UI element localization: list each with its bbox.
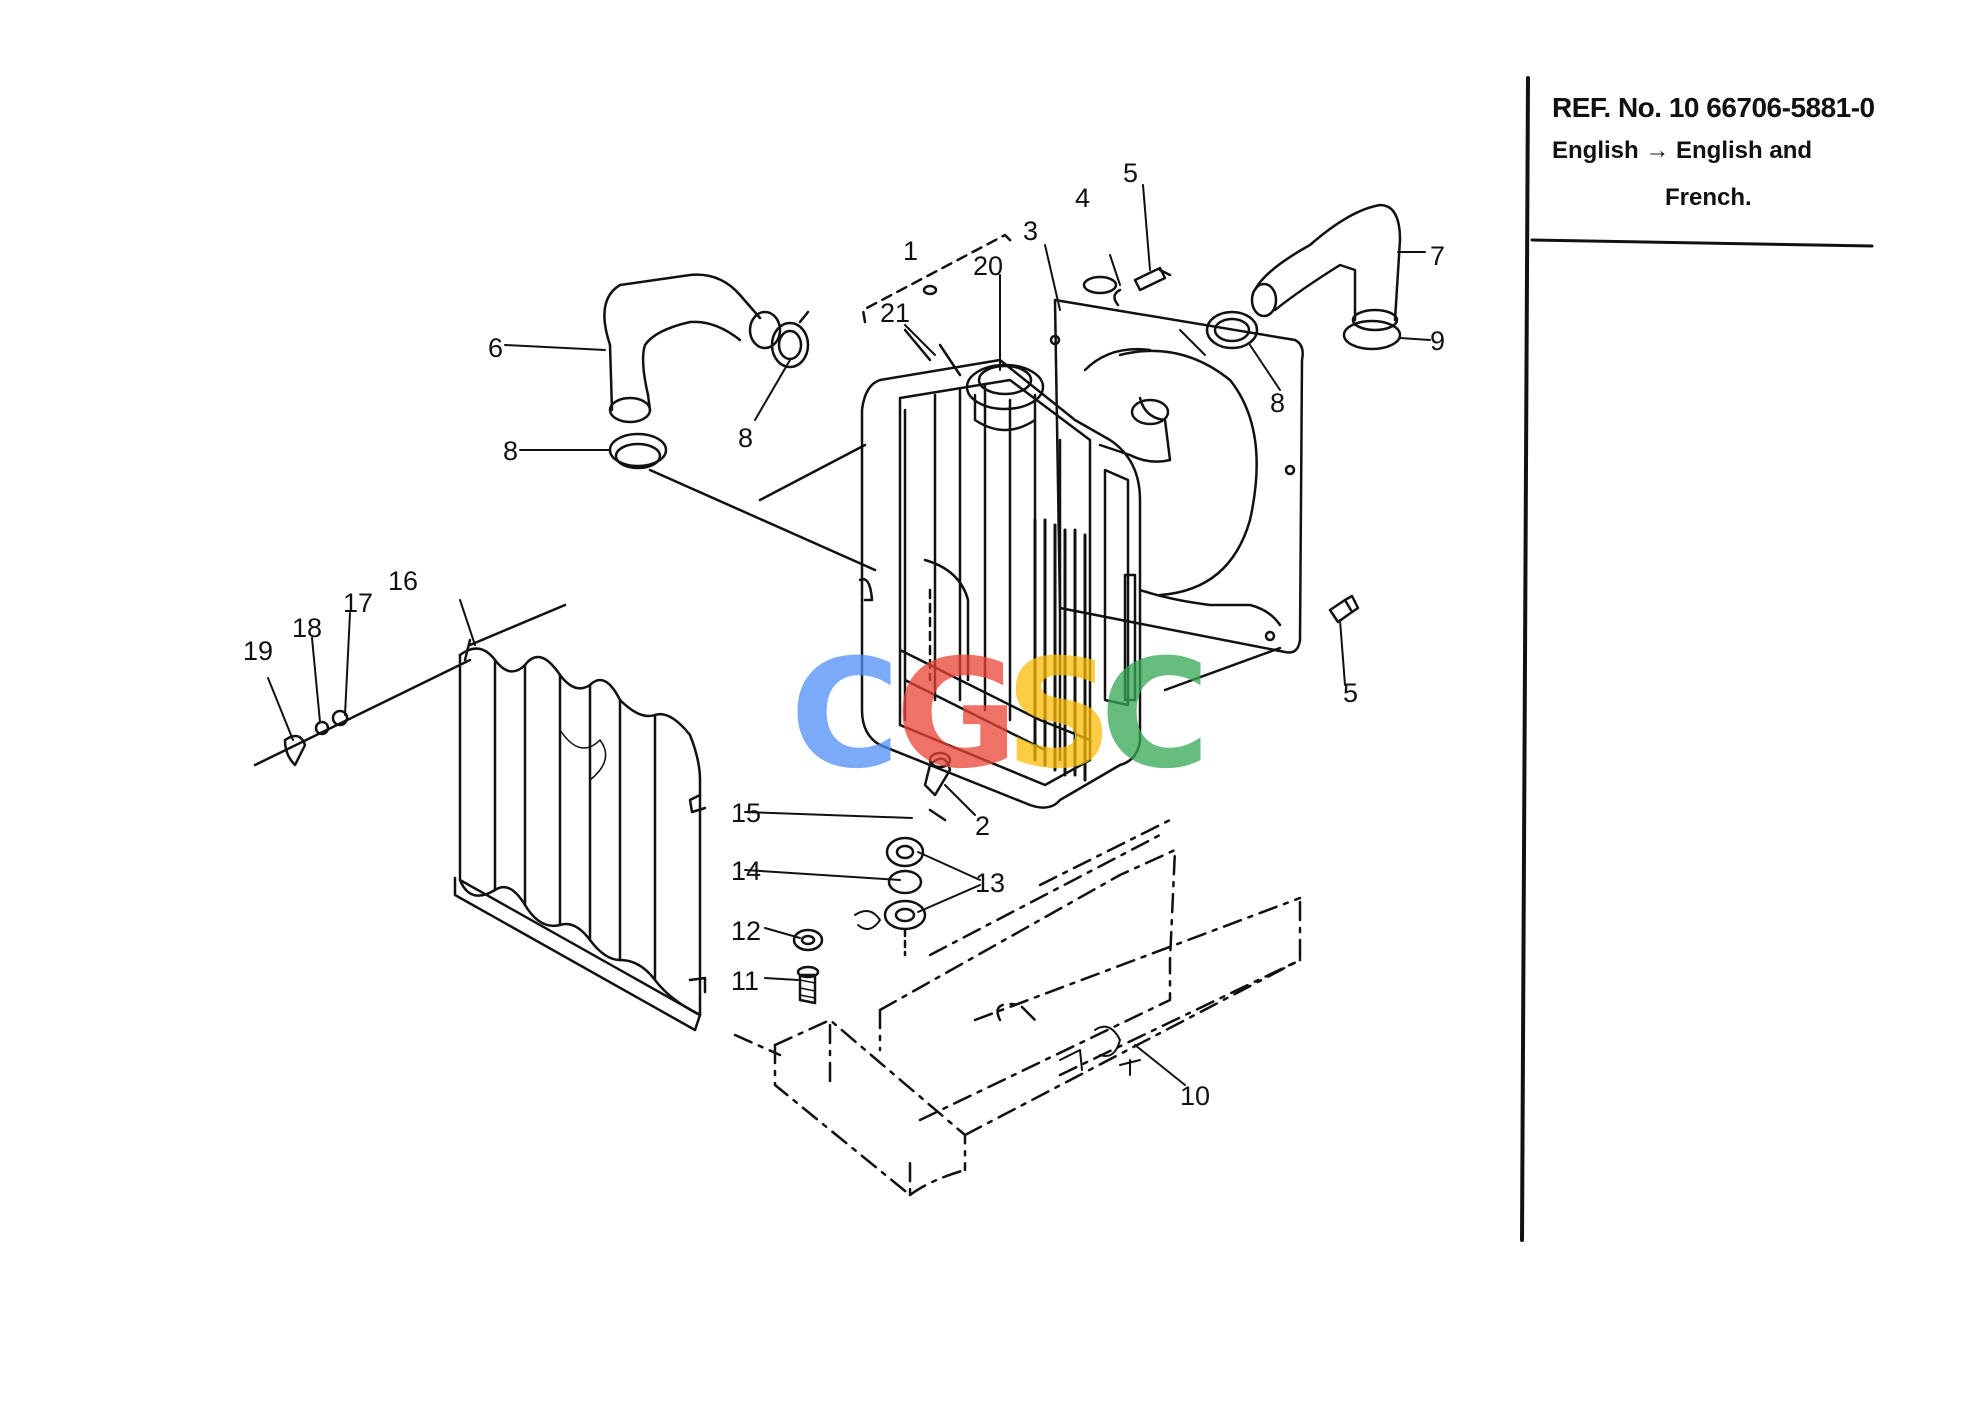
- watermark-letter-3: S: [1005, 628, 1114, 802]
- callout-16: 16: [388, 566, 418, 596]
- rubber-mount: [883, 808, 947, 957]
- radiator-grille: [453, 638, 707, 1032]
- callout-14: 14: [731, 856, 761, 886]
- lower-hose: [1205, 203, 1402, 351]
- assembly-bracket: [861, 233, 1017, 324]
- watermark-letter-1: C: [790, 628, 901, 802]
- callout-11: 11: [731, 966, 759, 996]
- fan-shroud: [1049, 298, 1304, 654]
- callout-17: 17: [343, 588, 373, 618]
- hose-clamp-left: [608, 432, 877, 572]
- reference-panel: REF. No. 10 66706-5881-0 English → Engli…: [1530, 72, 1880, 250]
- drain-cock: [923, 751, 952, 797]
- callout-15: 15: [731, 798, 761, 828]
- chassis-frame: [733, 818, 1302, 1197]
- callout-19: 19: [243, 636, 273, 666]
- callout-2: 2: [975, 811, 990, 841]
- leader-lines: [267, 184, 1431, 1086]
- callout-7: 7: [1430, 241, 1445, 271]
- top-bolt: [1082, 266, 1172, 307]
- watermark-letter-2: G: [895, 628, 1019, 802]
- callout-5a: 5: [1123, 158, 1138, 188]
- upper-hose: [603, 273, 810, 424]
- callout-12: 12: [731, 916, 761, 946]
- panel-divider-vertical: [1520, 76, 1530, 1242]
- callout-9: 9: [1430, 326, 1445, 356]
- mount-bolt: [792, 928, 824, 1005]
- ref-number: REF. No. 10 66706-5881-0: [1552, 92, 1875, 123]
- wing-bolt: [283, 709, 349, 767]
- callout-3: 3: [1023, 216, 1038, 246]
- callout-21: 21: [880, 298, 910, 328]
- panel-divider-horizontal: [1530, 238, 1874, 248]
- ref-language-note: English → English and: [1552, 137, 1813, 164]
- callout-13: 13: [975, 868, 1005, 898]
- callout-8a: 8: [503, 436, 518, 466]
- callout-20: 20: [973, 251, 1003, 281]
- ref-language-note-cont: French.: [1665, 184, 1752, 211]
- radiator-cap: [965, 363, 1172, 463]
- callout-18: 18: [292, 613, 322, 643]
- side-bolt: [1163, 594, 1360, 692]
- callout-6: 6: [488, 333, 503, 363]
- callout-labels: 1 2 3 4 5 5 6 7 8 8 8 9 10 11 12 13 14 1…: [243, 158, 1445, 1111]
- callout-4: 4: [1075, 183, 1090, 213]
- radiator: [758, 358, 1142, 809]
- callout-10: 10: [1180, 1081, 1210, 1111]
- callout-8b: 8: [738, 423, 753, 453]
- callout-8c: 8: [1270, 388, 1285, 418]
- callout-5b: 5: [1343, 678, 1358, 708]
- watermark-letter-4: C: [1100, 628, 1211, 802]
- callout-1: 1: [903, 236, 918, 266]
